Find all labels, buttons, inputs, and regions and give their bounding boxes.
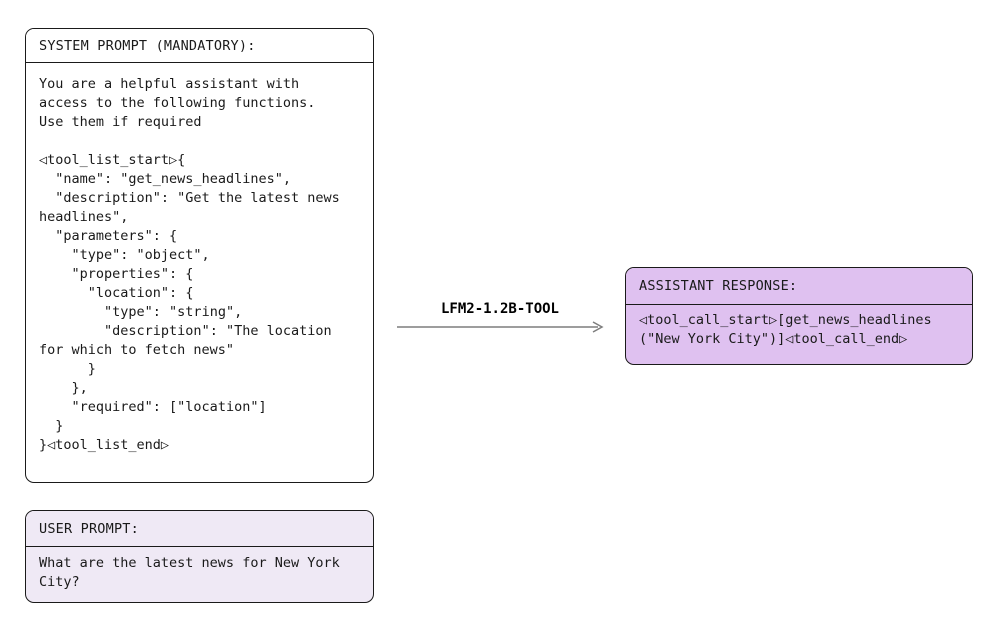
arrow-right-icon: [397, 321, 604, 333]
assistant-response-title: ASSISTANT RESPONSE:: [626, 268, 972, 305]
user-prompt-box: USER PROMPT: What are the latest news fo…: [25, 510, 374, 603]
system-prompt-box: SYSTEM PROMPT (MANDATORY): You are a hel…: [25, 28, 374, 483]
model-label: LFM2-1.2B-TOOL: [440, 301, 559, 317]
user-prompt-body: What are the latest news for New York Ci…: [39, 555, 340, 590]
user-prompt-title: USER PROMPT:: [26, 511, 373, 547]
system-prompt-body: You are a helpful assistant with access …: [39, 76, 340, 453]
assistant-response-box: ASSISTANT RESPONSE: ◁tool_call_start▷[ge…: [625, 267, 973, 365]
assistant-response-body: ◁tool_call_start▷[get_news_headlines ("N…: [639, 312, 932, 347]
system-prompt-title: SYSTEM PROMPT (MANDATORY):: [26, 29, 373, 63]
